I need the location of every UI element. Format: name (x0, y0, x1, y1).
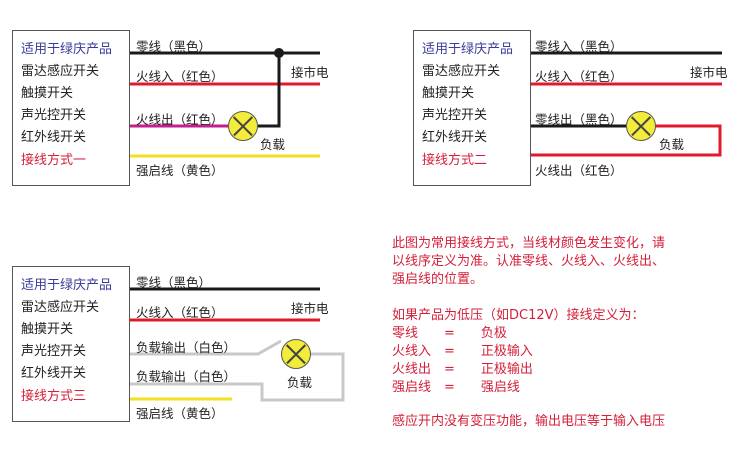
infrared-switch-label: 红外线开关 (21, 366, 87, 381)
load-return-wire (258, 53, 281, 128)
product-info-box: 适用于绿庆产品 雷达感应开关 触摸开关 声光控开关 红外线开关 接线方式二 (413, 30, 531, 186)
live-out-wire-label: 火线出（红色） (535, 163, 623, 178)
junction-dot (274, 48, 284, 58)
live-in-wire-label: 火线入（红色） (136, 69, 224, 84)
neutral-wire-label: 零线（黑色） (136, 39, 212, 54)
load-label: 负载 (260, 137, 286, 152)
note-line: 强启线的位置。 (392, 272, 484, 287)
note-line: 以线序定义为准。认准零线、火线入、火线出、 (392, 254, 666, 269)
force-on-wire-label: 强启线（黄色） (136, 406, 224, 421)
box-title: 适用于绿庆产品 (21, 278, 113, 293)
note-line: 如果产品为低压（如DC12V）接线定义为： (392, 308, 645, 323)
lamp-icon (228, 111, 258, 141)
live-in-wire-label: 火线入（红色） (535, 69, 623, 84)
note-line: 火线出 = 正极输出 (392, 362, 533, 377)
note-line: 零线 = 负极 (392, 326, 507, 341)
infrared-switch-label: 红外线开关 (21, 130, 87, 145)
box-title: 适用于绿庆产品 (422, 42, 514, 57)
neutral-out-wire-label: 零线出（黑色） (535, 112, 623, 127)
wiring-mode-label: 接线方式二 (422, 153, 488, 168)
live-out-wire (529, 124, 722, 157)
mains-label: 接市电 (291, 301, 329, 316)
wiring-mode-label: 接线方式三 (21, 389, 87, 404)
note-line: 此图为常用接线方式，当线材颜色发生变化，请 (392, 236, 666, 251)
product-info-box: 适用于绿庆产品 雷达感应开关 触摸开关 声光控开关 红外线开关 接线方式一 (12, 30, 130, 186)
radar-switch-label: 雷达感应开关 (21, 300, 100, 315)
neutral-in-wire-label: 零线入（黑色） (535, 39, 623, 54)
load-output-wire-2 (128, 352, 345, 402)
load-output-wire-1 (128, 339, 282, 356)
load-label: 负载 (287, 375, 313, 390)
note-line: 强启线 = 强启线 (392, 380, 520, 395)
mains-label: 接市电 (690, 65, 728, 80)
touch-switch-label: 触摸开关 (21, 86, 74, 101)
infrared-switch-label: 红外线开关 (422, 130, 488, 145)
load-label: 负载 (659, 137, 685, 152)
sound-light-switch-label: 声光控开关 (422, 108, 488, 123)
load-output-wire-2-label: 负载输出（白色） (136, 369, 237, 384)
radar-switch-label: 雷达感应开关 (422, 64, 501, 79)
force-on-wire-label: 强启线（黄色） (136, 163, 224, 178)
lamp-icon (626, 111, 656, 141)
live-out-wire-label: 火线出（红色） (136, 112, 224, 127)
sound-light-switch-label: 声光控开关 (21, 108, 87, 123)
note-line: 感应开内没有变压功能，输出电压等于输入电压 (392, 414, 666, 429)
touch-switch-label: 触摸开关 (21, 322, 74, 337)
product-info-box: 适用于绿庆产品 雷达感应开关 触摸开关 声光控开关 红外线开关 接线方式三 (12, 266, 130, 422)
note-line: 火线入 = 正极输入 (392, 344, 533, 359)
lamp-icon (281, 339, 311, 369)
load-output-wire-1-label: 负载输出（白色） (136, 340, 237, 355)
neutral-wire-label: 零线（黑色） (136, 275, 212, 290)
box-title: 适用于绿庆产品 (21, 42, 113, 57)
wiring-mode-label: 接线方式一 (21, 153, 87, 168)
touch-switch-label: 触摸开关 (422, 86, 475, 101)
sound-light-switch-label: 声光控开关 (21, 344, 87, 359)
live-in-wire-label: 火线入（红色） (136, 305, 224, 320)
mains-label: 接市电 (291, 65, 329, 80)
radar-switch-label: 雷达感应开关 (21, 64, 100, 79)
